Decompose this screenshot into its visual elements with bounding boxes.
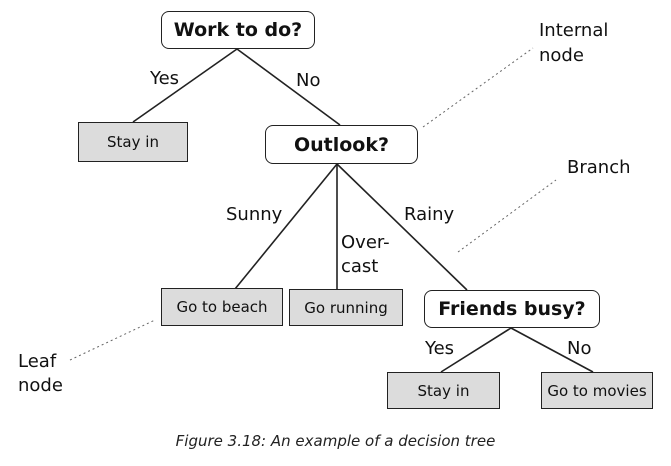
edge-label-yes-1: Yes (150, 68, 180, 89)
node-friends-busy: Friends busy? (424, 290, 600, 328)
annotation-branch: Branch (567, 157, 631, 178)
edge-label-no-2: No (567, 338, 592, 359)
edge-work-outlook (236, 48, 341, 126)
edge-outlook-friends (336, 163, 468, 291)
node-outlook: Outlook? (265, 125, 418, 164)
annotation-internal-node-1: Internal (539, 20, 609, 41)
pointer-internal-node (422, 47, 534, 128)
leaf-stay-in-2: Stay in (387, 372, 500, 409)
edge-label-yes-2: Yes (425, 338, 455, 359)
leaf-go-running: Go running (289, 289, 403, 326)
annotation-leaf-node-1: Leaf (18, 351, 57, 372)
edge-label-sunny: Sunny (226, 204, 283, 225)
edge-label-rainy: Rainy (404, 204, 455, 225)
annotation-internal-node-2: node (539, 45, 584, 66)
connector-layer (69, 47, 594, 373)
edge-label-overcast-1: Over- (341, 232, 390, 253)
leaf-go-to-movies: Go to movies (541, 372, 653, 409)
pointer-leaf-node (69, 319, 156, 361)
pointer-branch (457, 179, 557, 253)
edge-label-overcast-2: cast (341, 256, 379, 277)
node-work-to-do: Work to do? (161, 11, 315, 49)
edge-outlook-beach (234, 163, 338, 290)
edge-friends-movies (510, 327, 594, 373)
figure-caption: Figure 3.18: An example of a decision tr… (175, 432, 496, 450)
edge-friends-stay (440, 327, 512, 373)
edge-work-stay (132, 48, 238, 123)
decision-tree-diagram: Work to do? Stay in Outlook? Go to beach… (18, 11, 653, 409)
edge-label-no-1: No (296, 70, 321, 91)
leaf-go-to-beach: Go to beach (161, 288, 283, 326)
leaf-stay-in-1: Stay in (78, 122, 188, 162)
annotation-leaf-node-2: node (18, 375, 63, 396)
